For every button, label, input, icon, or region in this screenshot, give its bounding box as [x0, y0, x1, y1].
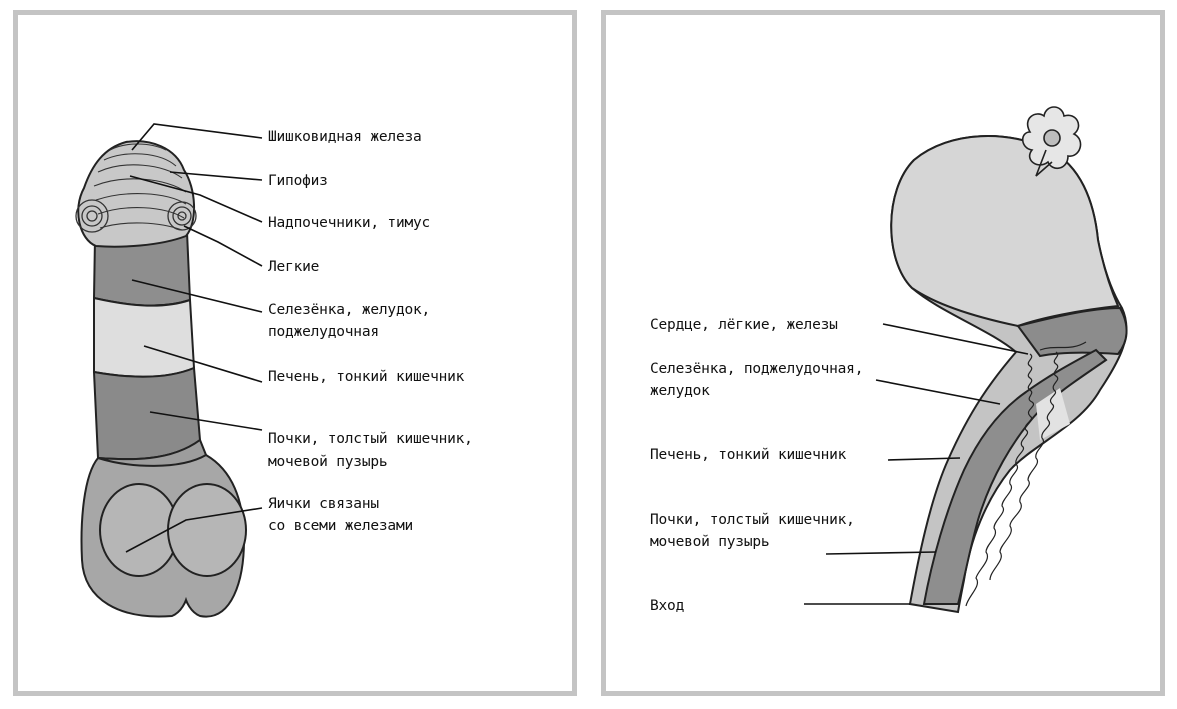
label-spleen-pancreas-line2: желудок: [650, 383, 710, 399]
label-testes-line1: Яички связаны: [268, 496, 379, 512]
right-leader-lines: [804, 323, 1029, 605]
left-leader-lines: [125, 123, 263, 553]
label-spleen-pancreas-line1: Селезёнка, поджелудочная,: [650, 361, 864, 377]
label-liver-small-intestine-right: Печень, тонкий кишечник: [650, 447, 847, 463]
flower-icon: [1021, 106, 1082, 177]
right-figure: [890, 135, 1128, 614]
shaft-band-mid: [92, 366, 202, 461]
label-lungs: Легкие: [268, 259, 320, 275]
left-figure: [75, 140, 247, 618]
label-kidneys-line2: мочевой пузырь: [268, 454, 388, 470]
label-kidneys-line1: Почки, толстый кишечник,: [268, 431, 473, 447]
label-pineal-gland: Шишковидная железа: [268, 129, 422, 145]
label-kidneys-right-line1: Почки, толстый кишечник,: [650, 512, 855, 528]
label-spleen-stomach-line1: Селезёнка, желудок,: [268, 302, 431, 318]
tube-inner-channel: [922, 348, 1108, 605]
label-entrance: Вход: [650, 598, 685, 614]
label-kidneys-right-line2: мочевой пузырь: [650, 534, 770, 550]
label-adrenals-thymus: Надпочечники, тимус: [268, 215, 431, 231]
heart-segment: [1016, 306, 1128, 358]
shaft-band-light: [93, 296, 196, 378]
label-pituitary: Гипофиз: [268, 173, 328, 189]
shaft-band-low: [97, 438, 208, 467]
label-testes-line2: со всеми железами: [268, 518, 414, 534]
label-heart-lungs-glands: Сердце, лёгкие, железы: [650, 317, 838, 333]
label-liver-small-intestine: Печень, тонкий кишечник: [268, 369, 465, 385]
label-spleen-stomach-line2: поджелудочная: [268, 324, 379, 340]
right-testis-oval: [167, 483, 247, 577]
